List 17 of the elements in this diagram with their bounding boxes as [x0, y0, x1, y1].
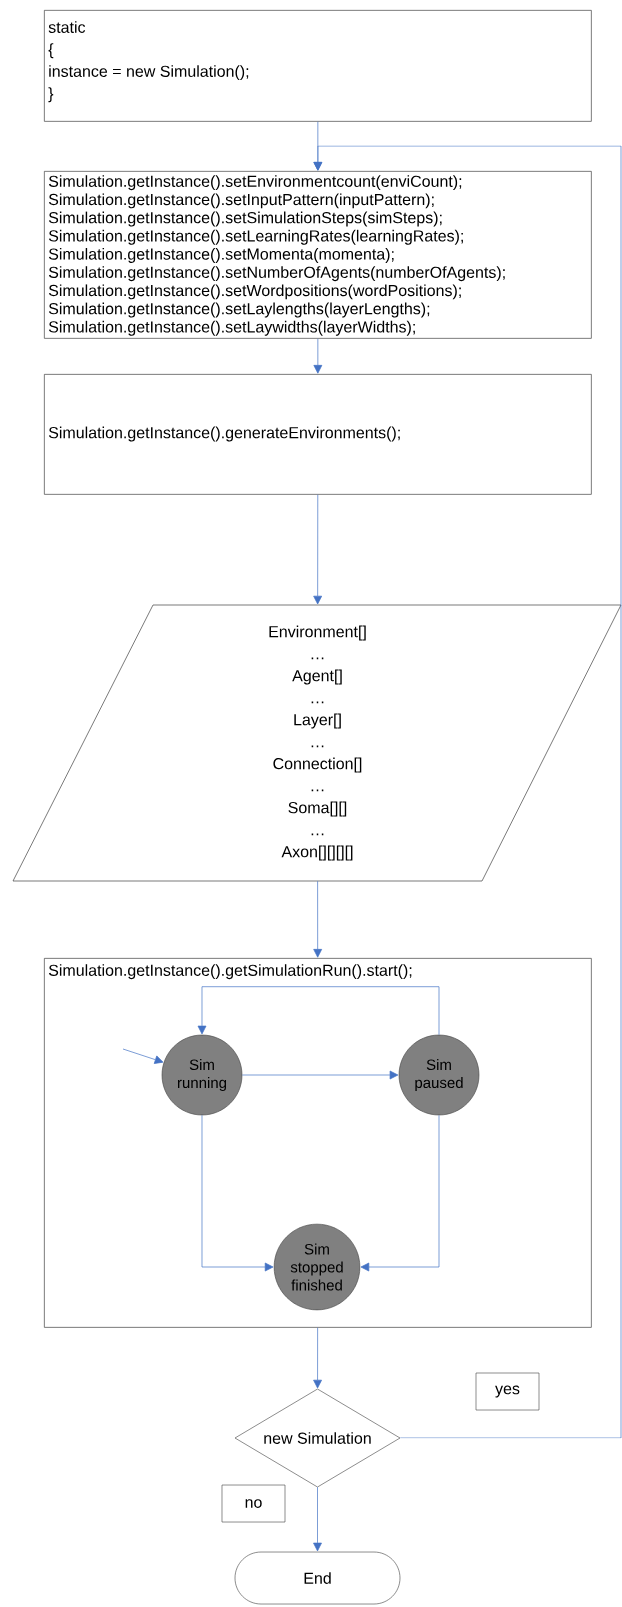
branch-label: yes — [475, 1372, 540, 1411]
arrow — [201, 1114, 274, 1272]
arrow — [241, 1070, 399, 1080]
arrow — [197, 986, 440, 1036]
arrow — [122, 1048, 164, 1064]
data-parallelogram: Environment[] … Agent[] … Layer[] … Connection[] … Soma[][] … Axon[][][][] — [12, 604, 622, 882]
process-box: Simulation.getInstance().generateEnvironments(); — [44, 374, 592, 495]
arrow — [313, 880, 323, 958]
arrow — [313, 338, 323, 374]
branch-label: no — [221, 1484, 286, 1523]
arrow — [313, 1486, 322, 1552]
process-box: Simulation.getInstance().setEnvironmentcount(enviCount); Simulation.getInstance().setInputPattern(inputPattern); Simulation.getInstance().setSimulationSteps(simSteps); Simulation.getInstance().setLearningRates(learningRates); Simulation.getInstance().setMomenta(momenta); Simulation.getInstance().setNumberOfAgents(numberOfAgents); Simulation.getInstance().setWordpositions(wordPositions); Simulation.getInstance().setLaylengths(layerLengths); Simulation.getInstance().setLaywidths(layerWidths); — [44, 171, 592, 339]
arrow — [313, 145, 622, 1439]
process-box: static { instance = new Simulation(); } — [44, 10, 592, 122]
arrow — [313, 1327, 322, 1389]
arrow — [313, 494, 323, 605]
arrow — [360, 1114, 440, 1272]
